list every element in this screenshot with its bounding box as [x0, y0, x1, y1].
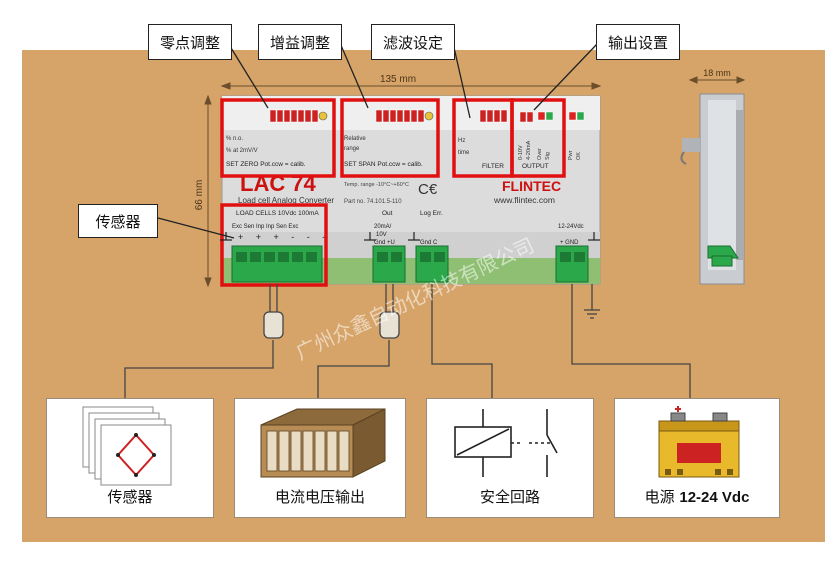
- dimension-width: [220, 82, 602, 90]
- out-spec-a: 20mA/: [374, 224, 392, 230]
- span-pot-icon[interactable]: [424, 111, 434, 121]
- box-sensor-label: 传感器: [107, 488, 153, 506]
- filter-label-b: time: [458, 150, 470, 156]
- span-dip-switches[interactable]: [375, 109, 425, 123]
- zero-label-b: % at 2mV/V: [226, 148, 258, 154]
- callout-leaders: [157, 42, 599, 239]
- ground-symbols: [220, 232, 600, 241]
- box-safety-circuit: 安全回路: [426, 398, 594, 518]
- flintec-website: www.flintec.com: [493, 195, 555, 205]
- callout-gain-adjust: 增益调整: [258, 24, 342, 60]
- zero-dip-switches[interactable]: [269, 109, 319, 123]
- span-label-a: Relative: [344, 136, 366, 142]
- load-cell-terminals[interactable]: [231, 245, 323, 283]
- supply-terminals[interactable]: [555, 245, 589, 283]
- ce-mark: C€: [418, 181, 438, 198]
- box-safety-circuit-label: 安全回路: [479, 488, 540, 506]
- callout-output-setting: 输出设置: [596, 24, 680, 60]
- output-col-4: Sig: [545, 152, 551, 160]
- flintec-brand: FLINTEC: [502, 178, 561, 194]
- output-col-3: Over: [537, 148, 543, 160]
- supply-header: 12-24Vdc: [558, 224, 584, 230]
- logerr-pins: Gnd C: [420, 240, 438, 246]
- power-label-b: OK: [576, 152, 582, 160]
- rack-instrument-icon: [260, 408, 386, 478]
- load-cells-pins: Exc Sen Inp Inp Sen Exc: [232, 224, 298, 230]
- power-voltage-text: 12-24 Vdc: [679, 489, 750, 506]
- span-label-b: range: [344, 146, 360, 152]
- callout-zero-adjust: 零点调整: [148, 24, 232, 60]
- highlight-output: [510, 98, 566, 178]
- zero-label-a: % n.o.: [226, 136, 243, 142]
- dimension-width-label: 135 mm: [380, 74, 416, 85]
- load-cells-header: LOAD CELLS 10Vdc 100mA: [236, 210, 319, 217]
- device-part-no: Part no. 74.101.5-110: [344, 199, 402, 205]
- zero-pot-icon[interactable]: [318, 111, 328, 121]
- dimension-depth-label: 18 mm: [703, 68, 731, 78]
- callout-filter-setting: 滤波设定: [371, 24, 455, 60]
- power-label-text: 电源: [644, 488, 675, 506]
- box-current-voltage-output: 电流电压输出: [234, 398, 406, 518]
- relay-switch-icon: [454, 409, 558, 477]
- filter-dip-switches[interactable]: [479, 109, 508, 123]
- wiring: [124, 284, 691, 400]
- dimension-depth: [688, 76, 746, 84]
- zero-footer: SET ZERO Pot.ccw = calib.: [226, 161, 306, 168]
- filter-footer: FILTER: [482, 163, 504, 170]
- box-power-supply-label: 电源 12-24 Vdc: [615, 486, 779, 507]
- dimension-height: [204, 94, 212, 288]
- box-current-voltage-output-label: 电流电压输出: [274, 488, 365, 506]
- logerr-terminals[interactable]: [415, 245, 449, 283]
- filter-label-a: Hz: [458, 138, 465, 144]
- out-spec-b: 10V: [376, 232, 387, 238]
- output-dip-switches[interactable]: [519, 111, 554, 123]
- highlight-sensor: [220, 203, 328, 287]
- output-terminals[interactable]: [372, 245, 406, 283]
- output-col-1: 0-10V: [518, 145, 524, 160]
- highlight-zero: [220, 98, 336, 178]
- logerr-header: Log Err.: [420, 210, 443, 217]
- dimension-height-label: 66 mm: [194, 180, 205, 211]
- power-label-a: Pwr: [568, 150, 574, 160]
- highlight-span: [340, 98, 440, 178]
- power-led-icons: [568, 111, 585, 121]
- load-cell-bridge-icon: [82, 406, 172, 486]
- device-subtitle: Load cell Analog Converter: [238, 196, 334, 205]
- device-temp-range: Temp. range -10°C~+60°C: [344, 182, 409, 188]
- span-footer: SET SPAN Pot.ccw = calib.: [344, 161, 423, 168]
- supply-pins: + GND: [560, 240, 579, 246]
- output-footer: OUTPUT: [522, 163, 549, 170]
- output-col-2: 4-20mA: [526, 140, 532, 160]
- box-sensor: 传感器: [46, 398, 214, 518]
- out-header: Out: [382, 210, 393, 217]
- box-power-supply: 电源 12-24 Vdc: [614, 398, 780, 518]
- out-pins: Gnd +U: [374, 240, 395, 246]
- load-cells-signs: + + + - - -: [238, 232, 330, 242]
- red-highlight-frames: [220, 98, 566, 287]
- callout-sensor: 传感器: [78, 204, 158, 238]
- battery-icon: [658, 406, 740, 478]
- device-side-view: [680, 93, 745, 285]
